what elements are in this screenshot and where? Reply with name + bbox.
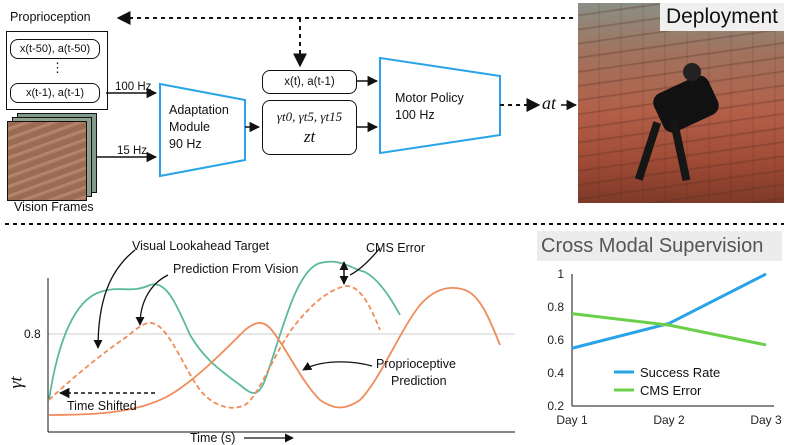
prop-first-box: x(t-50), a(t-50) <box>10 39 100 59</box>
cms-ytick: 0.6 <box>547 333 564 347</box>
cms-series-line <box>571 272 767 350</box>
adapt-line1: Adaptation <box>169 103 229 117</box>
top-connectors <box>5 11 784 225</box>
deployment-label: Deployment <box>659 3 784 31</box>
prediction-vision-curve <box>48 285 381 409</box>
plot-xlabel: Time (s) <box>190 431 236 445</box>
prediction-vision-label: Prediction From Vision <box>173 262 299 276</box>
plot-ylabel: γt <box>5 376 26 389</box>
proprio-label-1: Proprioceptive <box>376 357 456 371</box>
vision-frame-front <box>7 121 87 201</box>
action-label: at <box>542 93 557 113</box>
plot-ytick: 0.8 <box>24 327 41 341</box>
z-expr: zt <box>303 126 316 146</box>
cms-xtick: Day 1 <box>556 413 588 427</box>
motor-policy-shape <box>379 56 501 155</box>
cms-xtick: Day 3 <box>750 413 782 427</box>
proprioception-group <box>6 31 108 110</box>
proprioception-title: Proprioception <box>10 10 91 24</box>
cms-ytick: 0.2 <box>547 399 564 413</box>
lookahead-plot <box>47 247 515 443</box>
motor-line2: 100 Hz <box>395 108 435 122</box>
vision-label: Vision Frames <box>14 200 94 214</box>
cms-legend-label: Success Rate <box>640 365 720 380</box>
deployment-photo: Deployment <box>578 3 784 203</box>
cms-xtick: Day 2 <box>653 413 685 427</box>
adaptation-module-shape <box>159 82 246 178</box>
cms-title: Cross Modal Supervision <box>537 231 782 261</box>
proprioceptive-curve <box>48 286 501 416</box>
prop-last-box: x(t-1), a(t-1) <box>10 83 100 103</box>
cms-ytick: 0.4 <box>547 366 564 380</box>
cms-legend-label: CMS Error <box>640 383 702 398</box>
motor-line1: Motor Policy <box>395 91 464 105</box>
rate-100: 100 Hz <box>115 81 152 93</box>
visual-lookahead-label: Visual Lookahead Target <box>132 239 270 253</box>
robot-leg <box>634 121 662 181</box>
robot-head <box>683 63 701 81</box>
state-box: x(t), a(t-1) <box>262 70 357 94</box>
rate-15: 15 Hz <box>117 145 148 157</box>
cms-ytick: 0.8 <box>547 300 564 314</box>
cms-error-label: CMS Error <box>366 241 426 255</box>
gamma-expr: γt0, γt5, γt15 <box>276 108 343 124</box>
visual-lookahead-curve <box>48 260 401 401</box>
latent-box: γt0, γt5, γt15 zt <box>262 100 357 155</box>
prop-dots: ⋮ <box>51 60 64 75</box>
adapt-line2: Module <box>169 120 210 134</box>
cms-series-line <box>571 312 767 347</box>
time-shifted-label: Time Shifted <box>67 399 137 413</box>
adapt-line3: 90 Hz <box>169 137 202 151</box>
robot-body <box>649 72 723 136</box>
proprio-label-2: Prediction <box>391 374 447 388</box>
cms-ytick: 1 <box>557 267 564 281</box>
